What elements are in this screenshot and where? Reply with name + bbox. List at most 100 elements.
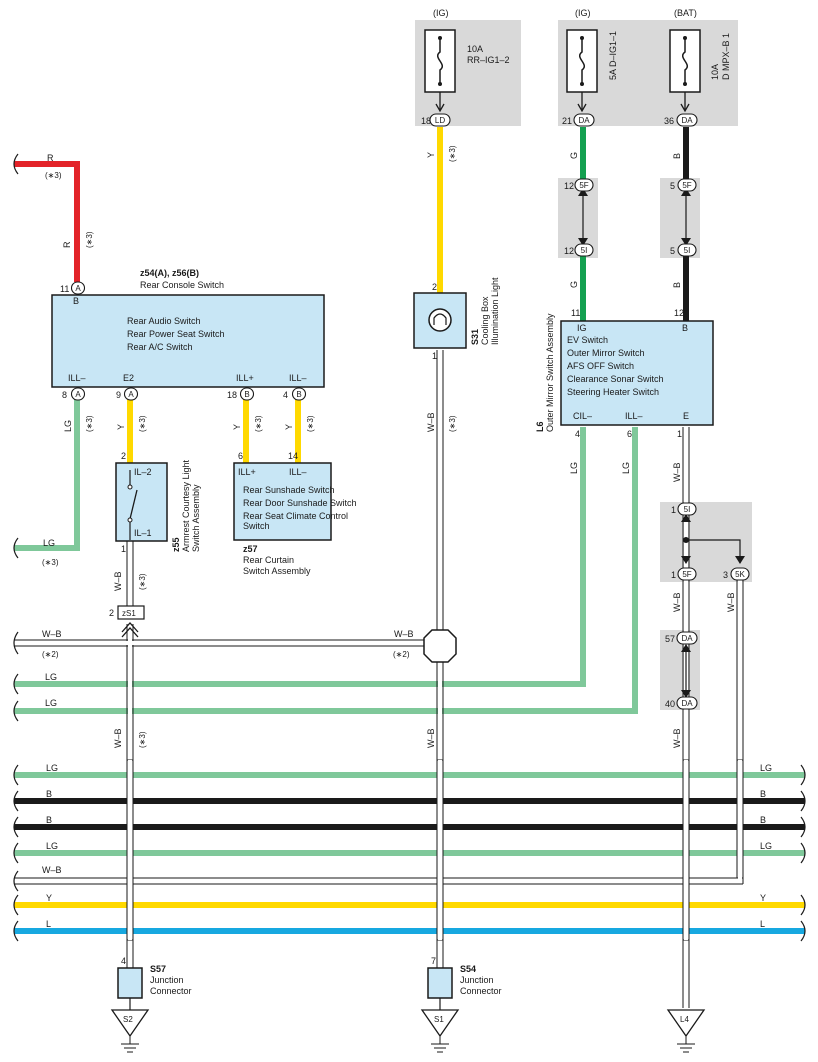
pin-5-5i: 5 bbox=[670, 246, 675, 256]
rear-console-switch-box bbox=[51, 294, 325, 388]
rear-console-term-0: ILL– bbox=[68, 373, 86, 383]
pin-6-curtain: 6 bbox=[238, 451, 243, 461]
junction-connector-s57 bbox=[117, 967, 143, 999]
rear-console-item-0: Rear Audio Switch bbox=[127, 316, 201, 326]
outer-mirror-term-e: E bbox=[683, 411, 689, 421]
wire-note-r-top: (∗3) bbox=[45, 171, 62, 180]
bus-label-left-1: B bbox=[46, 789, 52, 799]
pin-18-console: 18 bbox=[227, 390, 237, 400]
splice-5i-5k bbox=[686, 539, 741, 563]
cooling-box-name-1: Cooling Box bbox=[480, 296, 490, 345]
ground-label-l4: L4 bbox=[680, 1015, 689, 1024]
pin-5-5f: 5 bbox=[670, 181, 675, 191]
rear-console-term-1: E2 bbox=[123, 373, 134, 383]
outer-mirror-switch-box bbox=[560, 320, 714, 426]
bulb-icon bbox=[428, 308, 452, 332]
connector-badge-5i-g: 5I bbox=[574, 243, 594, 257]
pin-12-5f: 12 bbox=[564, 181, 574, 191]
connector-badge-ld: LD bbox=[429, 113, 451, 127]
svg-text:DA: DA bbox=[681, 116, 693, 125]
outer-mirror-term-ill: ILL– bbox=[625, 411, 643, 421]
rear-console-term-3: ILL– bbox=[289, 373, 307, 383]
curtain-id: z57 bbox=[243, 544, 258, 554]
rear-console-item-1: Rear Power Seat Switch bbox=[127, 329, 225, 339]
outer-mirror-id: L6 bbox=[535, 421, 545, 432]
junction-octagon bbox=[423, 629, 457, 663]
s57-l2: Connector bbox=[150, 986, 192, 996]
svg-text:5F: 5F bbox=[579, 181, 588, 190]
wire-label-lg-left: LG bbox=[43, 538, 55, 548]
wire-label-wb-l4: W–B bbox=[672, 728, 682, 748]
bus-label-right-3: LG bbox=[760, 841, 772, 851]
pin-badge-a-8: A bbox=[70, 387, 86, 401]
wire-label-r-vert: R bbox=[62, 241, 72, 248]
outer-mirror-item-4: Steering Heater Switch bbox=[567, 387, 659, 397]
wire-label-wb-h2-right: W–B bbox=[394, 629, 414, 639]
fuse-symbol-d-mpx-b1 bbox=[669, 29, 701, 113]
wire-end-brackets-left bbox=[13, 153, 19, 942]
armrest-name-1: Armrest Courtesy Light bbox=[181, 459, 191, 552]
curtain-term-ill-plus: ILL+ bbox=[238, 467, 256, 477]
fuse-symbol-rr-ig1-2 bbox=[424, 29, 456, 113]
wire-lg-l6-cil bbox=[14, 427, 586, 687]
wire-end-brackets-right bbox=[800, 764, 806, 942]
ground-icon-s1 bbox=[420, 1009, 460, 1053]
connector-badge-5f-e: 5F bbox=[677, 567, 697, 581]
pin-1-5f: 1 bbox=[671, 570, 676, 580]
fuse-name-d-mpx-b1: D MPX–B 1 bbox=[721, 33, 731, 80]
pin-14-curtain: 14 bbox=[288, 451, 298, 461]
wire-r-console-b bbox=[14, 161, 80, 282]
bus-label-left-0: LG bbox=[46, 763, 58, 773]
armrest-switch-box bbox=[115, 462, 168, 542]
armrest-il1: IL–1 bbox=[134, 528, 152, 538]
fuse-symbol-d-ig1-1 bbox=[566, 29, 598, 113]
armrest-il2: IL–2 bbox=[134, 467, 152, 477]
svg-text:DA: DA bbox=[578, 116, 590, 125]
svg-text:5I: 5I bbox=[684, 246, 691, 255]
cooling-box-name-2: Illumination Light bbox=[490, 277, 500, 345]
wire-label-wb-h2-left: W–B bbox=[42, 629, 62, 639]
wire-label-wb-5f: W–B bbox=[672, 592, 682, 612]
curtain-item-1: Rear Door Sunshade Switch bbox=[243, 498, 357, 508]
armrest-name-2: Switch Assembly bbox=[191, 484, 201, 552]
bus-label-left-2: B bbox=[46, 815, 52, 825]
fuse-amps-rr-ig1-2: 10A bbox=[467, 44, 483, 54]
wire-note-r-vert: (∗3) bbox=[85, 231, 94, 248]
pin-badge-a-11: A bbox=[70, 281, 86, 295]
pin-1-armrest: 1 bbox=[121, 544, 126, 554]
svg-text:LD: LD bbox=[435, 116, 445, 125]
connector-badge-5f-g: 5F bbox=[574, 178, 594, 192]
svg-text:DA: DA bbox=[681, 634, 693, 643]
wire-label-wb-s31: W–B bbox=[426, 412, 436, 432]
svg-text:5F: 5F bbox=[682, 181, 691, 190]
chevron-up-icon bbox=[121, 622, 139, 638]
pin-12-5i: 12 bbox=[564, 246, 574, 256]
curtain-item-3: Switch bbox=[243, 521, 270, 531]
outer-mirror-term-ig: IG bbox=[577, 323, 587, 333]
bus-label-right-1: B bbox=[760, 789, 766, 799]
pin-7-s54: 7 bbox=[431, 956, 436, 966]
svg-text:DA: DA bbox=[681, 699, 693, 708]
outer-mirror-term-cil: CIL– bbox=[573, 411, 592, 421]
outer-mirror-item-3: Clearance Sonar Switch bbox=[567, 374, 664, 384]
rear-console-term-2: ILL+ bbox=[236, 373, 254, 383]
wire-label-y-ld: Y bbox=[426, 152, 436, 158]
junction-connector-s54 bbox=[427, 967, 453, 999]
outer-mirror-name: Outer Mirror Switch Assembly bbox=[545, 313, 555, 432]
pin-badge-b-18: B bbox=[239, 387, 255, 401]
svg-text:5I: 5I bbox=[581, 246, 588, 255]
s57-id: S57 bbox=[150, 964, 166, 974]
wire-lg-l6-ill bbox=[14, 427, 638, 714]
armrest-id: z55 bbox=[171, 537, 181, 552]
fuse-label-d-ig1-1: 5A D–IG1–1 bbox=[608, 31, 618, 80]
wire-note-wb-s31: (∗3) bbox=[448, 415, 457, 432]
rear-console-pin-b: B bbox=[73, 296, 79, 306]
bus-label-right-4: Y bbox=[760, 893, 766, 903]
pin-1-5i: 1 bbox=[671, 505, 676, 515]
svg-text:5K: 5K bbox=[735, 570, 745, 579]
svg-text:B: B bbox=[244, 390, 249, 399]
s54-id: S54 bbox=[460, 964, 476, 974]
splice-dot bbox=[683, 537, 689, 543]
connector-zs1-label: zS1 bbox=[122, 609, 136, 618]
pin-2-zs1: 2 bbox=[109, 608, 114, 618]
